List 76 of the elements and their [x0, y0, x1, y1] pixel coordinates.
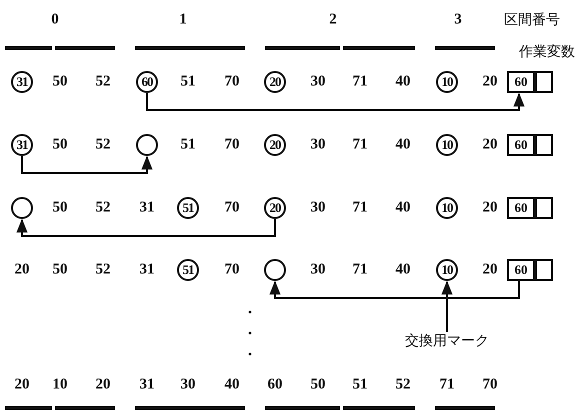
empty-circle — [264, 259, 286, 281]
arrow — [441, 280, 453, 332]
number: 30 — [180, 378, 196, 392]
number: 20 — [96, 378, 110, 392]
number: 50 — [310, 378, 326, 392]
mark-label: 交換用マーク — [405, 334, 489, 348]
number: 31 — [140, 378, 154, 392]
number: 20 — [482, 262, 498, 278]
number: 50 — [52, 138, 68, 152]
work-variable-box: 60 — [507, 197, 553, 219]
empty-circle — [136, 134, 158, 156]
circled-number: 20 — [264, 197, 286, 219]
number: 50 — [52, 262, 68, 278]
circled-number: 60 — [136, 71, 158, 93]
number: 20 — [14, 378, 30, 392]
number: 20 — [14, 262, 30, 278]
number: 20 — [482, 200, 498, 216]
number: 71 — [352, 262, 368, 278]
number: 30 — [310, 74, 326, 90]
number: 31 — [140, 200, 154, 216]
number: 20 — [482, 74, 498, 90]
work-variable-box: 60 — [507, 259, 553, 281]
arrow — [16, 218, 276, 237]
number: 30 — [310, 262, 326, 278]
empty-circle — [11, 197, 33, 219]
number: 51 — [180, 74, 196, 90]
number: 52 — [96, 262, 110, 278]
number: 71 — [352, 200, 368, 216]
circled-number: 31 — [11, 134, 33, 156]
circled-number: 20 — [264, 71, 286, 93]
arrow — [21, 156, 153, 174]
number: 70 — [224, 262, 240, 278]
interval-number: 1 — [179, 12, 187, 28]
number: 70 — [224, 74, 240, 90]
number: 52 — [396, 378, 410, 392]
number: 71 — [352, 138, 368, 152]
interval-number: 2 — [329, 12, 337, 28]
interval-number: 0 — [51, 12, 59, 28]
circled-number: 10 — [436, 71, 458, 93]
circled-number: 10 — [436, 259, 458, 281]
number: 31 — [140, 262, 154, 278]
work-variable-box: 60 — [507, 71, 553, 93]
number: 52 — [96, 138, 110, 152]
number: 71 — [352, 74, 368, 90]
circled-number: 51 — [177, 259, 199, 281]
number: 40 — [224, 378, 240, 392]
work-variable-label: 作業変数 — [519, 45, 575, 59]
circled-number: 20 — [264, 134, 286, 156]
number: 70 — [224, 138, 240, 152]
number: 50 — [52, 200, 68, 216]
number: 51 — [352, 378, 368, 392]
number: 30 — [310, 138, 326, 152]
number: 40 — [396, 200, 410, 216]
number: 10 — [52, 378, 68, 392]
circled-number: 31 — [11, 71, 33, 93]
circled-number: 51 — [177, 197, 199, 219]
number: 52 — [96, 200, 110, 216]
interval-number-label: 区間番号 — [504, 13, 560, 27]
number: 52 — [96, 74, 110, 90]
number: 50 — [52, 74, 68, 90]
number: 40 — [396, 74, 410, 90]
arrow — [269, 280, 520, 299]
work-variable-box: 60 — [507, 134, 553, 156]
circled-number: 10 — [436, 197, 458, 219]
number: 40 — [396, 262, 410, 278]
number: 51 — [180, 138, 196, 152]
number: 60 — [268, 378, 282, 392]
number: 30 — [310, 200, 326, 216]
number: 20 — [482, 138, 498, 152]
interval-number: 3 — [454, 12, 462, 28]
arrow — [146, 92, 525, 111]
number: 70 — [482, 378, 498, 392]
number: 70 — [224, 200, 240, 216]
circled-number: 10 — [436, 134, 458, 156]
number: 40 — [396, 138, 410, 152]
number: 71 — [440, 378, 454, 392]
